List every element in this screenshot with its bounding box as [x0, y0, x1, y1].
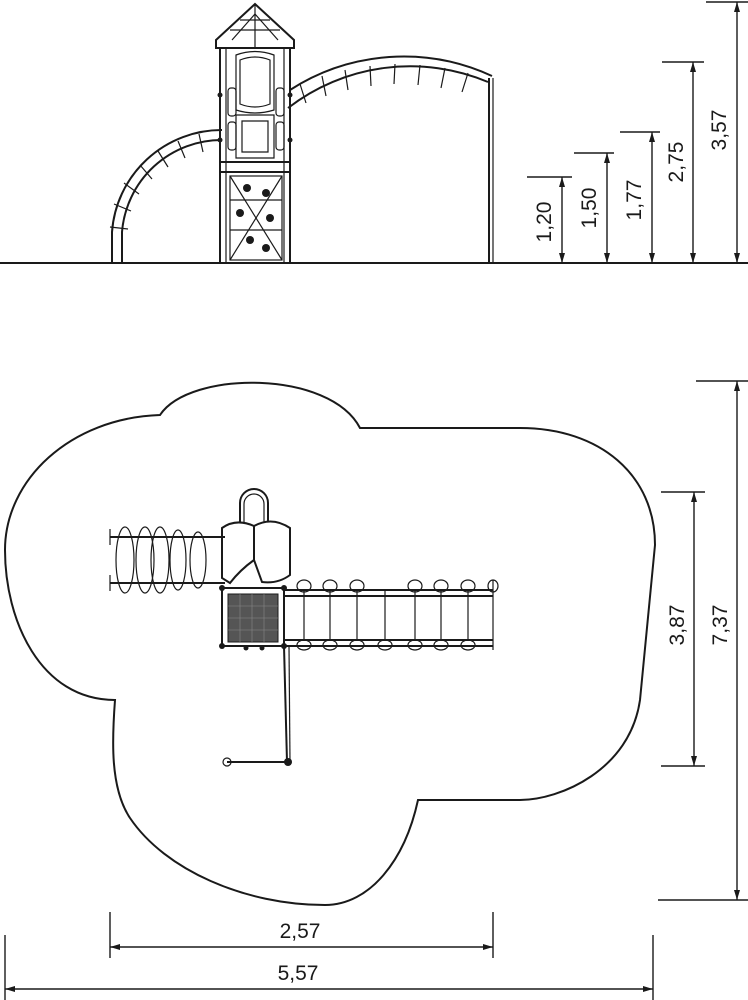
height-label-3: 1,77: [623, 180, 646, 221]
small-arch-ladder: [109, 128, 223, 263]
height-label-1: 1,20: [533, 202, 556, 243]
depth-outer-label: 7,37: [709, 605, 732, 646]
height-dimensions: 1,20 1,50 1,77 2,75 3,57: [527, 1, 748, 263]
height-label-4: 2,75: [665, 142, 688, 183]
large-arch-ladder: [287, 55, 494, 263]
height-label-5: 3,57: [708, 110, 731, 151]
safety-zone-outline: [3, 381, 657, 907]
width-outer-label: 5,57: [278, 962, 319, 985]
plan-view: 2,57 5,57 3,87 7,37: [3, 380, 748, 1000]
plan-right-ladder: [285, 579, 499, 651]
width-inner-label: 2,57: [280, 920, 321, 943]
plan-dimensions: 2,57 5,57 3,87 7,37: [4, 380, 748, 1000]
elevation-view: 1,20 1,50 1,77 2,75 3,57: [0, 1, 748, 264]
plan-left-ladder: [109, 526, 225, 594]
tower: [215, 2, 295, 264]
height-label-2: 1,50: [578, 188, 601, 229]
depth-inner-label: 3,87: [666, 605, 689, 646]
plan-tower: [219, 488, 291, 651]
plan-rope: [222, 645, 292, 767]
